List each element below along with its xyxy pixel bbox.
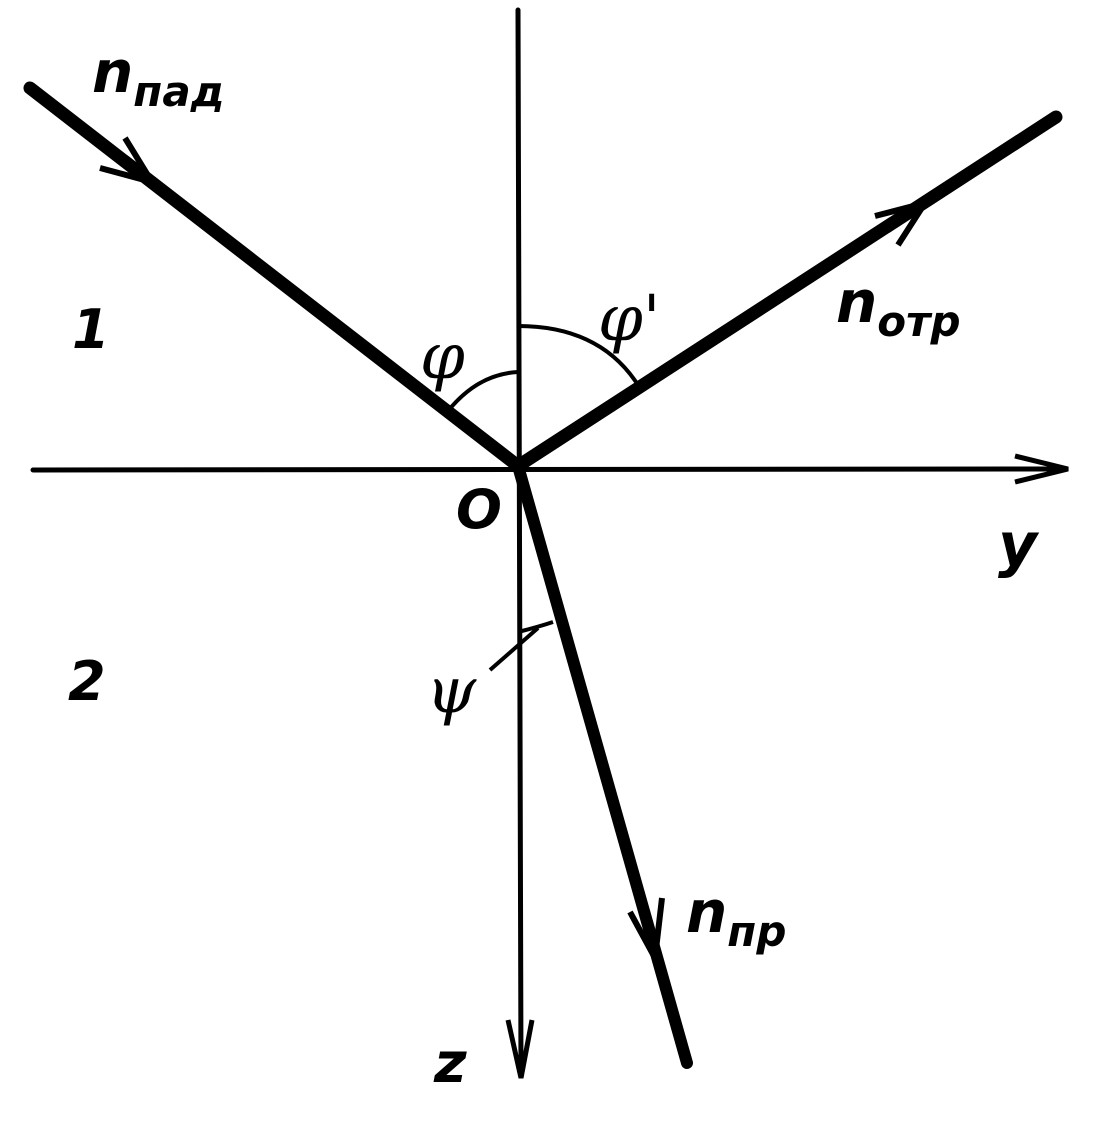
- refracted-ray-arrowhead: [627, 897, 665, 968]
- y-axis-arrowhead: [1014, 453, 1069, 485]
- reflected-ray: [511, 110, 1063, 473]
- reflected-ray-arrowhead: [874, 198, 932, 247]
- incident-vector-label: nпад: [92, 38, 225, 116]
- origin-label: O: [456, 478, 502, 541]
- y-axis: [30, 466, 1068, 473]
- incident-ray: [23, 81, 525, 473]
- angle-psi-label: ψ: [426, 654, 477, 728]
- refracted-vector-label: nпр: [686, 878, 786, 956]
- medium-2-label: 2: [68, 650, 106, 713]
- z-axis-label: z: [433, 1031, 467, 1096]
- psi-leader-line: [488, 626, 540, 672]
- z-axis: [515, 7, 524, 1078]
- angle-arc-phi-prime: [517, 324, 640, 387]
- angle-arc-phi: [446, 370, 519, 413]
- angle-phi-prime-label: φ': [598, 282, 660, 356]
- y-axis-label: y: [998, 510, 1040, 580]
- reflected-vector-label: nотр: [836, 268, 961, 346]
- refracted-ray: [512, 460, 693, 1069]
- medium-1-label: 1: [72, 298, 110, 361]
- z-axis-arrowhead: [505, 1019, 535, 1079]
- incident-ray-arrowhead: [99, 136, 159, 187]
- angle-phi-label: φ: [420, 320, 465, 394]
